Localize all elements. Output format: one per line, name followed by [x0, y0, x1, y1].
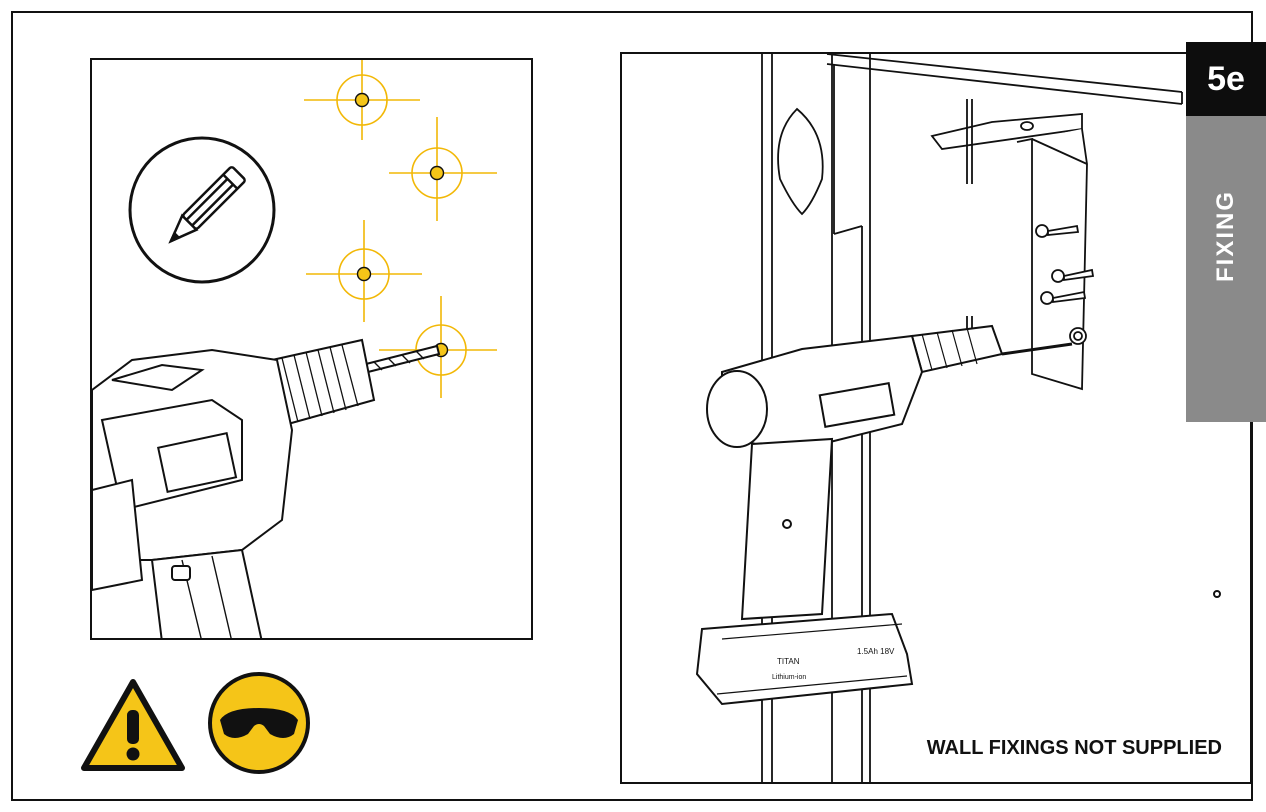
drill-marking-illustration	[92, 60, 497, 638]
pencil-icon	[128, 136, 276, 284]
wall-fixings-note: WALL FIXINGS NOT SUPPLIED	[926, 737, 1222, 759]
drill-closeup-drawing	[92, 338, 441, 638]
battery-type-text: Lithium-ion	[772, 674, 806, 681]
fixing-illustration-panel: TITAN Lithium-ion 1.5Ah 18V WALL FIXINGS…	[620, 52, 1252, 784]
safety-glasses-icon	[206, 670, 312, 776]
marking-illustration-panel	[90, 58, 533, 640]
step-tab: 5e FIXING	[1186, 42, 1266, 422]
wall-fixing-illustration: TITAN Lithium-ion 1.5Ah 18V	[695, 54, 1221, 782]
step-number: 5e	[1186, 42, 1266, 116]
battery-brand-text: TITAN	[777, 657, 800, 666]
step-label-box: FIXING	[1186, 116, 1266, 422]
battery-rating-text: 1.5Ah 18V	[857, 647, 895, 656]
warning-icon	[78, 676, 188, 776]
step-label: FIXING	[1212, 189, 1239, 283]
